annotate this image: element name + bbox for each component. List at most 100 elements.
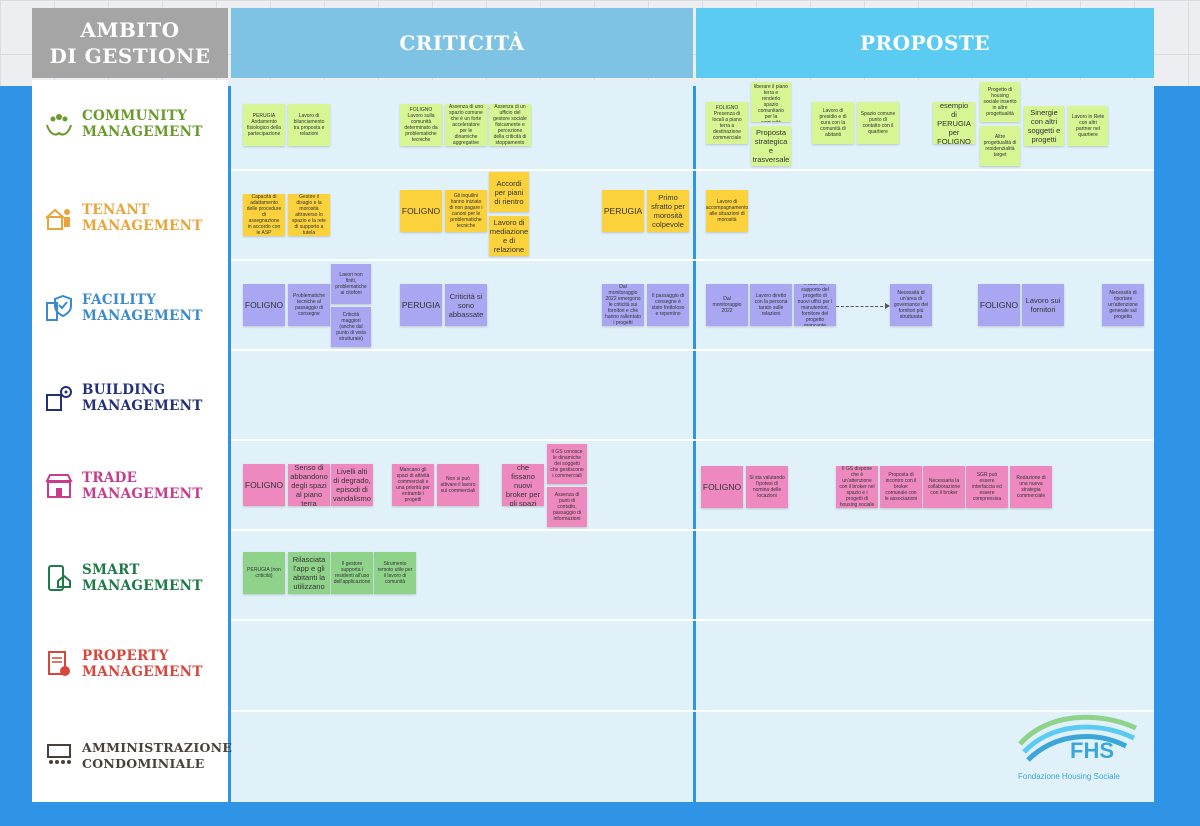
sticky-note[interactable]: Il GS conosce le dinamiche dei soggetti …	[547, 444, 587, 484]
criticita-column	[231, 80, 693, 802]
connector-arrow-icon	[885, 303, 890, 309]
sticky-note[interactable]: Il gestore supporta i residenti all'uso …	[331, 552, 373, 594]
proposte-column	[696, 80, 1154, 802]
fhs-logo-icon	[1018, 714, 1138, 762]
sticky-note[interactable]: Lavoro di bilanciamento tra proposta e r…	[288, 104, 330, 146]
sticky-note[interactable]: Lavoro di mediazione e di relazione	[489, 216, 529, 256]
sticky-note[interactable]: Gli inquilini hanno iniziato di non paga…	[445, 190, 487, 232]
sticky-note[interactable]: Lavoro sui fornitori	[1022, 284, 1064, 326]
trade-shop-icon	[45, 474, 73, 498]
row-separator	[231, 619, 1154, 621]
sticky-note[interactable]: Necessità di un'area di governance dei f…	[890, 284, 932, 326]
sticky-note[interactable]: Il GS sa che fissano nuovi broker per gl…	[502, 464, 544, 506]
building-gear-icon	[46, 386, 72, 411]
sticky-note[interactable]: Redazione di una nuova strategia commerc…	[1010, 466, 1052, 508]
tenant-house-icon	[45, 208, 70, 230]
sticky-note[interactable]: FOLIGNO	[701, 466, 743, 508]
header-ambito-line2: DI GESTIONE	[49, 44, 211, 68]
sticky-note[interactable]: Assenza di uno spazio comune che è un fo…	[445, 104, 487, 146]
community-hands-icon	[46, 114, 72, 136]
property-document-icon	[48, 651, 70, 676]
sticky-note[interactable]: FOLIGNO	[978, 284, 1020, 326]
header-proposte: PROPOSTE	[696, 8, 1154, 78]
sticky-note[interactable]: Assenza di punti di contatto, passaggio …	[547, 487, 587, 527]
sticky-note[interactable]: Senso di abbandono degli spazi al piano …	[288, 464, 330, 506]
sticky-note[interactable]: FOLIGNO	[243, 284, 285, 326]
sticky-note[interactable]: Necessità di riportare un'attenzione gen…	[1102, 284, 1144, 326]
sticky-note[interactable]: Livelli alti di degrado, episodi di vand…	[331, 464, 373, 506]
sticky-note[interactable]: PERUGIA	[602, 190, 644, 232]
row-separator	[231, 259, 1154, 261]
sticky-note[interactable]: Possibilità di liberare il piano terra e…	[751, 82, 791, 122]
sticky-note[interactable]: Il fatto del supporto del progetto di nu…	[794, 284, 836, 326]
sticky-note[interactable]: Altre progettualità di residenzialità ta…	[980, 126, 1020, 166]
sticky-note[interactable]: Lavori non finiti, problematiche ai cito…	[331, 264, 371, 304]
sticky-note[interactable]: FOLIGNO	[400, 190, 442, 232]
sticky-note[interactable]: Non si può attivare il lavoro sui commer…	[437, 464, 479, 506]
sticky-note[interactable]: Rilasciata l'app e gli abitanti la utili…	[288, 552, 330, 594]
row-separator	[231, 710, 1154, 712]
sticky-note[interactable]: Spazio comune punto di contatto con il q…	[857, 102, 899, 144]
sticky-note[interactable]: FOLIGNO Lavoro sulla comunità determinat…	[400, 104, 442, 146]
sticky-note[interactable]: Dal monitoraggio 2022	[706, 284, 748, 326]
sticky-note[interactable]: Assenza di un ufficio del gestore social…	[489, 104, 531, 146]
sticky-note[interactable]: Mancano gli spazi di attività commercial…	[392, 464, 434, 506]
sticky-note[interactable]: FOLIGNO	[243, 464, 285, 506]
sticky-note[interactable]: Lavoro di accompagnamento alle situazion…	[706, 190, 748, 232]
condominium-people-icon	[47, 744, 71, 764]
sticky-note[interactable]: esempio di PERUGIA per FOLIGNO	[933, 102, 975, 144]
sticky-note[interactable]: Lavoro diretto con la persona tarato sul…	[750, 284, 792, 326]
sticky-note[interactable]: Sinergie con altri soggetti e progetti	[1024, 106, 1064, 146]
connector-line	[836, 306, 888, 307]
logo-abbreviation: FHS	[1070, 738, 1114, 763]
sticky-note[interactable]: PERUGIA	[400, 284, 442, 326]
category-column	[32, 80, 228, 802]
header-criticita: CRITICITÀ	[231, 8, 693, 78]
sticky-note[interactable]: Proposta di incontro con il broker comun…	[880, 466, 922, 508]
sticky-note[interactable]: Primo sfratto per morosità colpevole	[647, 190, 689, 232]
sticky-note[interactable]: Si sta valutando l'ipotesi di nomina del…	[746, 466, 788, 508]
facility-shield-icon	[46, 294, 72, 321]
sticky-note[interactable]: PERUGIA Andamento fisiologico della part…	[243, 104, 285, 146]
sticky-note[interactable]: Criticità si sono abbassate	[445, 284, 487, 326]
logo-full-name: Fondazione Housing Sociale	[1018, 772, 1120, 781]
sticky-note[interactable]: Lavoro di presidio e di cura con la comu…	[812, 102, 854, 144]
sticky-note[interactable]: Capacità di adattamento delle procedure …	[243, 194, 285, 236]
sticky-note[interactable]: PERUGIA (non criticità)	[243, 552, 285, 594]
sticky-note[interactable]: SGR può essere interfaccia ed essere com…	[966, 466, 1008, 508]
sticky-note[interactable]: FOLIGNO Presenza di locali a piano terra…	[706, 102, 748, 144]
sticky-note[interactable]: Dal monitoraggio 2022 emergono le critic…	[602, 284, 644, 326]
sticky-note[interactable]: Il GS dispone che è un'attenzione con il…	[836, 466, 878, 508]
sticky-note[interactable]: Criticità maggiori (anche dal punto di v…	[331, 307, 371, 347]
sticky-note[interactable]: Accordi per piani di rientro	[489, 172, 529, 212]
sticky-note[interactable]: Necessaria la collaborazione con il brok…	[923, 466, 965, 508]
header-ambito-line1: AMBITO	[80, 18, 180, 42]
sticky-note[interactable]: Proposta strategica e trasversale	[751, 126, 791, 166]
sticky-note[interactable]: Lavoro in Rete con altri partner nel qua…	[1068, 106, 1108, 146]
row-separator	[231, 529, 1154, 531]
sticky-note[interactable]: Il passaggio di consegne è stato frettol…	[647, 284, 689, 326]
header-ambito: AMBITO DI GESTIONE	[32, 8, 228, 78]
sticky-note[interactable]: Progetto di housing sociale inserito in …	[980, 82, 1020, 122]
sticky-note[interactable]: Problematiche tecniche al passaggio di c…	[288, 284, 330, 326]
row-separator	[231, 439, 1154, 441]
sticky-note[interactable]: Strumento remoto utile per il lavoro di …	[374, 552, 416, 594]
row-separator	[231, 349, 1154, 351]
smart-phone-home-icon	[48, 565, 71, 591]
sticky-note[interactable]: Gestire il disagio e la morosità attrave…	[288, 194, 330, 236]
